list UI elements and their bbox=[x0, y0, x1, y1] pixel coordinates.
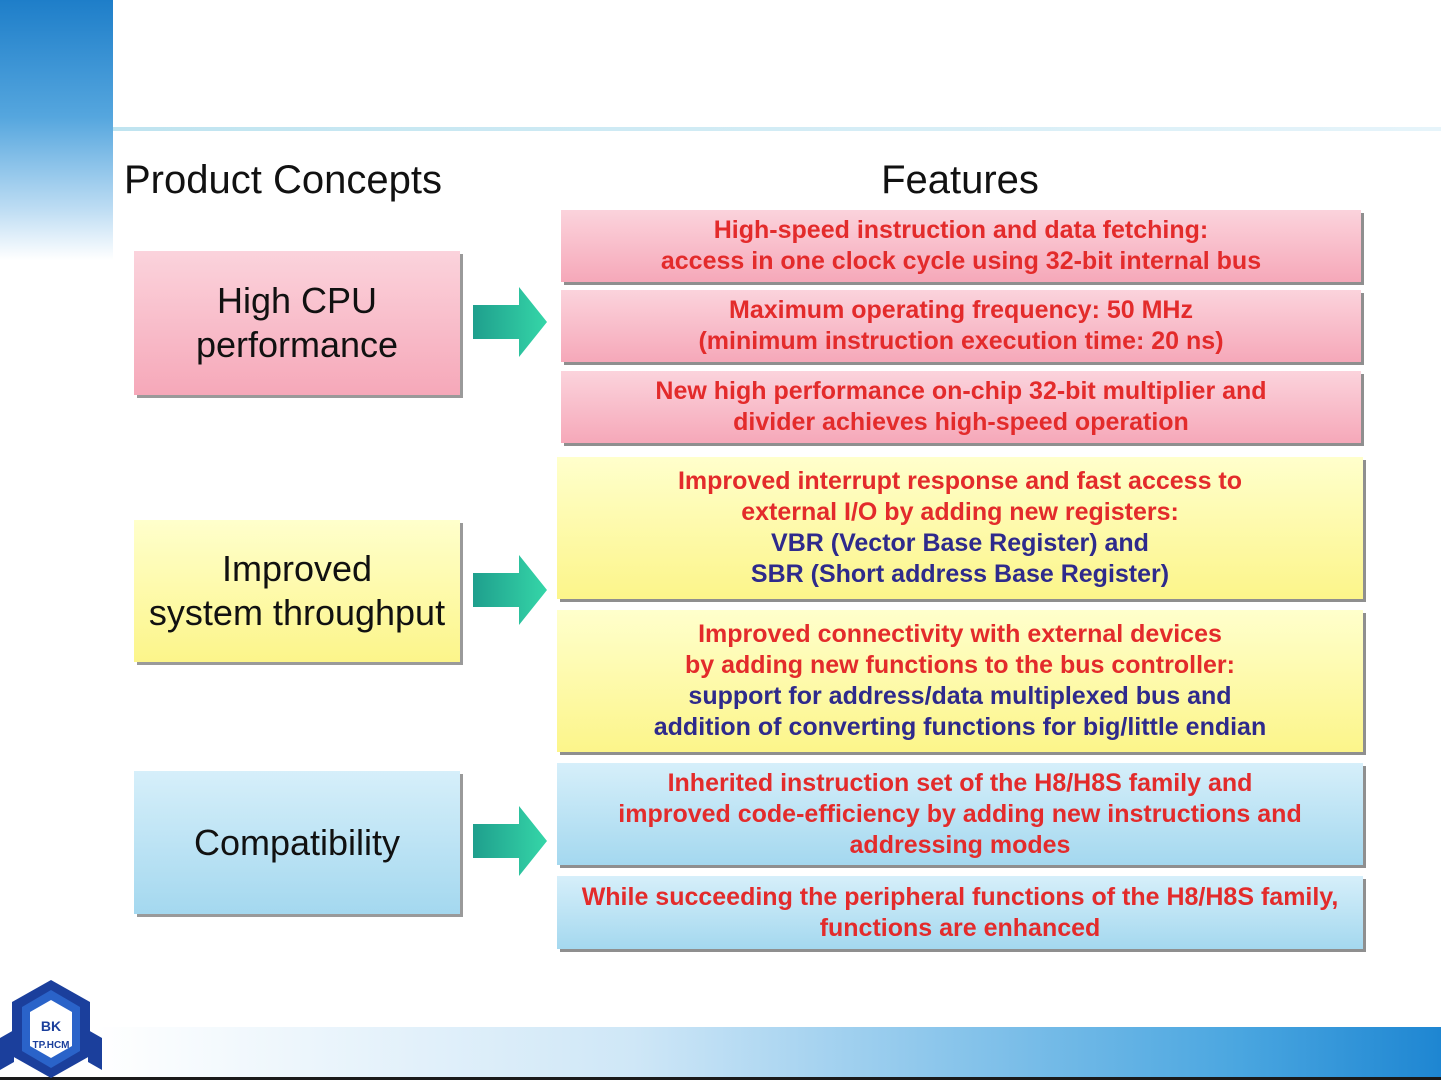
header-divider bbox=[113, 127, 1441, 131]
feature-line: Inherited instruction set of the H8/H8S … bbox=[667, 768, 1253, 797]
feature-box: High-speed instruction and data fetching… bbox=[561, 210, 1361, 282]
feature-line: by adding new functions to the bus contr… bbox=[684, 651, 1235, 679]
concept-line: system throughput bbox=[148, 592, 446, 633]
logo-text: TP.HCM bbox=[32, 1040, 69, 1051]
feature-line: Improved interrupt response and fast acc… bbox=[677, 467, 1243, 495]
feature-line: SBR (Short address Base Register) bbox=[750, 560, 1170, 588]
concept-line: performance bbox=[195, 324, 399, 365]
feature-box: Improved connectivity with external devi… bbox=[557, 610, 1363, 752]
feature-line: addition of converting functions for big… bbox=[653, 713, 1267, 741]
feature-line: VBR (Vector Base Register) and bbox=[771, 529, 1149, 557]
feature-line: improved code-efficiency by adding new i… bbox=[618, 799, 1302, 828]
feature-box: While succeeding the peripheral function… bbox=[557, 876, 1363, 949]
concept-line: Compatibility bbox=[193, 821, 401, 863]
feature-line: divider achieves high-speed operation bbox=[733, 408, 1189, 436]
concept-improved-system-throughput: Improved system throughput bbox=[134, 520, 460, 662]
feature-box: Maximum operating frequency: 50 MHz (min… bbox=[561, 290, 1361, 362]
feature-line: Maximum operating frequency: 50 MHz bbox=[729, 296, 1193, 324]
features-heading: Features bbox=[881, 158, 1039, 202]
footer-gradient-bar bbox=[95, 1027, 1441, 1077]
feature-line: While succeeding the peripheral function… bbox=[581, 882, 1339, 911]
logo-text: BK bbox=[41, 1018, 61, 1034]
concept-line: High CPU bbox=[216, 280, 378, 321]
arrow-right-icon bbox=[473, 287, 547, 357]
feature-line: functions are enhanced bbox=[819, 913, 1101, 942]
feature-line: Improved connectivity with external devi… bbox=[698, 620, 1222, 648]
concept-compatibility: Compatibility bbox=[134, 771, 460, 914]
feature-line: (minimum instruction execution time: 20 … bbox=[698, 327, 1224, 355]
feature-line: New high performance on-chip 32-bit mult… bbox=[655, 377, 1267, 405]
university-logo: BK TP.HCM bbox=[0, 980, 102, 1078]
feature-line: access in one clock cycle using 32-bit i… bbox=[660, 247, 1262, 275]
feature-line: addressing modes bbox=[849, 830, 1071, 859]
concept-high-cpu-performance: High CPU performance bbox=[134, 251, 460, 395]
concept-line: Improved bbox=[221, 548, 373, 589]
feature-box: Improved interrupt response and fast acc… bbox=[557, 457, 1363, 599]
feature-line: High-speed instruction and data fetching… bbox=[713, 216, 1209, 244]
arrow-right-icon bbox=[473, 806, 547, 876]
feature-box: Inherited instruction set of the H8/H8S … bbox=[557, 763, 1363, 865]
product-concepts-heading: Product Concepts bbox=[124, 158, 442, 202]
corner-gradient bbox=[0, 0, 113, 260]
feature-line: support for address/data multiplexed bus… bbox=[688, 682, 1232, 710]
feature-box: New high performance on-chip 32-bit mult… bbox=[561, 371, 1361, 443]
feature-line: external I/O by adding new registers: bbox=[741, 498, 1179, 526]
arrow-right-icon bbox=[473, 555, 547, 625]
footer-divider bbox=[0, 1077, 1441, 1080]
